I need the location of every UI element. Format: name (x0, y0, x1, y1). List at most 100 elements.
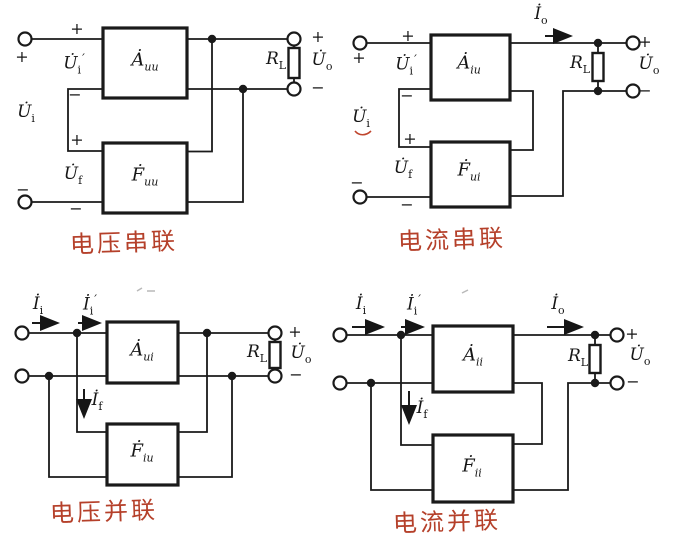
net-input-voltage-label: U̇i′ (395, 52, 417, 78)
polarity-plus: + (70, 19, 84, 38)
junction-dot (590, 330, 600, 340)
feedback-block-label: Ḟui (457, 159, 481, 184)
feedback-block-label: Ḟuu (131, 164, 159, 189)
output-current-label: İo (551, 294, 565, 317)
amp-block (431, 324, 515, 394)
load-resistor (591, 51, 605, 83)
feedback-voltage-label: U̇f (63, 164, 83, 187)
feedback-block (429, 140, 512, 209)
polarity-minus: − (638, 81, 652, 100)
amp-block-label: Ȧiu (457, 52, 481, 77)
input-voltage-label: U̇i (352, 107, 370, 130)
caption-voltage-shunt: 电压并联 (49, 496, 159, 528)
junction-dot (590, 378, 600, 388)
feedback-current-label: İf (416, 398, 428, 421)
voltage-shunt-circuit (14, 287, 283, 487)
feedback-block-label: Ḟii (462, 455, 482, 480)
output-voltage-label: U̇o (638, 54, 660, 77)
polarity-plus: + (288, 322, 302, 341)
amp-block-label: Ȧii (462, 344, 484, 369)
feedback-block-label: Ḟiu (130, 440, 154, 465)
input-voltage-label: U̇i (17, 102, 35, 125)
wires (32, 38, 295, 203)
polarity-minus: − (68, 85, 82, 104)
junction-dot (227, 371, 237, 381)
net-input-voltage-label: U̇i′ (63, 51, 85, 77)
output-terminal (267, 325, 283, 341)
input-current-label: İi (32, 294, 44, 317)
polarity-minus: − (289, 365, 303, 384)
output-current-label: İo (534, 4, 548, 27)
amp-block (429, 33, 512, 102)
junction-dot (44, 371, 54, 381)
input-terminal (332, 375, 348, 391)
load-resistor (588, 343, 602, 375)
load-resistor (287, 46, 301, 80)
load-resistor-label: RL (246, 342, 268, 365)
polarity-plus: + (401, 26, 415, 45)
polarity-minus: − (626, 372, 640, 391)
current-shunt-circuit (332, 289, 625, 504)
stray-pencil-mark (461, 289, 469, 294)
feedback-block (101, 141, 189, 215)
output-terminal (286, 81, 302, 97)
polarity-plus: + (70, 130, 84, 149)
junction-dot (593, 86, 603, 96)
output-voltage-label: U̇o (311, 50, 333, 73)
output-voltage-label: U̇o (629, 345, 651, 368)
feedback-current-label: İf (91, 390, 103, 413)
caption-voltage-series: 电压串联 (69, 227, 179, 259)
amp-block-label: Ȧui (130, 339, 154, 364)
output-terminal (609, 327, 625, 343)
junction-dot (396, 330, 406, 340)
polarity-plus: + (15, 47, 29, 66)
junction-dot (72, 328, 82, 338)
output-voltage-label: U̇o (290, 343, 312, 366)
feedback-block (431, 433, 515, 504)
amp-block (105, 320, 180, 385)
polarity-minus: − (400, 86, 414, 105)
stray-pencil-mark (136, 287, 155, 292)
output-terminal (609, 375, 625, 391)
amp-block (101, 26, 189, 100)
input-terminal (352, 189, 368, 205)
wires (347, 334, 610, 491)
polarity-plus: + (311, 27, 325, 46)
load-resistor-label: RL (265, 49, 287, 72)
input-terminal (332, 327, 348, 343)
net-input-current-label: İi′ (83, 292, 97, 318)
output-terminal (625, 83, 641, 99)
polarity-plus: + (638, 32, 652, 51)
polarity-minus: − (16, 180, 30, 199)
load-resistor-label: RL (569, 53, 591, 76)
input-terminal (14, 368, 30, 384)
load-resistor-label: RL (567, 346, 589, 369)
polarity-minus: − (400, 195, 414, 214)
input-terminal (17, 194, 33, 210)
input-terminal (352, 35, 368, 51)
junction-dot (238, 84, 248, 94)
input-terminal (14, 325, 30, 341)
polarity-minus: − (350, 173, 364, 192)
red-underline-mark (354, 130, 372, 136)
current-series-circuit (352, 28, 641, 209)
load-resistor (268, 340, 282, 370)
net-input-current-label: İi′ (407, 292, 421, 318)
amp-block-label: Ȧuu (131, 49, 159, 74)
output-terminal (625, 35, 641, 51)
voltage-series-circuit (17, 26, 302, 215)
output-terminal (267, 368, 283, 384)
junction-dot (202, 328, 212, 338)
polarity-minus: − (311, 78, 325, 97)
caption-current-shunt: 电流并联 (392, 506, 502, 538)
junction-dot (207, 34, 217, 44)
output-terminal (286, 31, 302, 47)
polarity-plus: + (625, 324, 639, 343)
polarity-plus: + (403, 129, 417, 148)
feedback-block (105, 422, 180, 487)
feedback-voltage-label: U̇f (393, 158, 413, 181)
polarity-minus: − (69, 199, 83, 218)
caption-current-series: 电流串联 (397, 224, 507, 256)
